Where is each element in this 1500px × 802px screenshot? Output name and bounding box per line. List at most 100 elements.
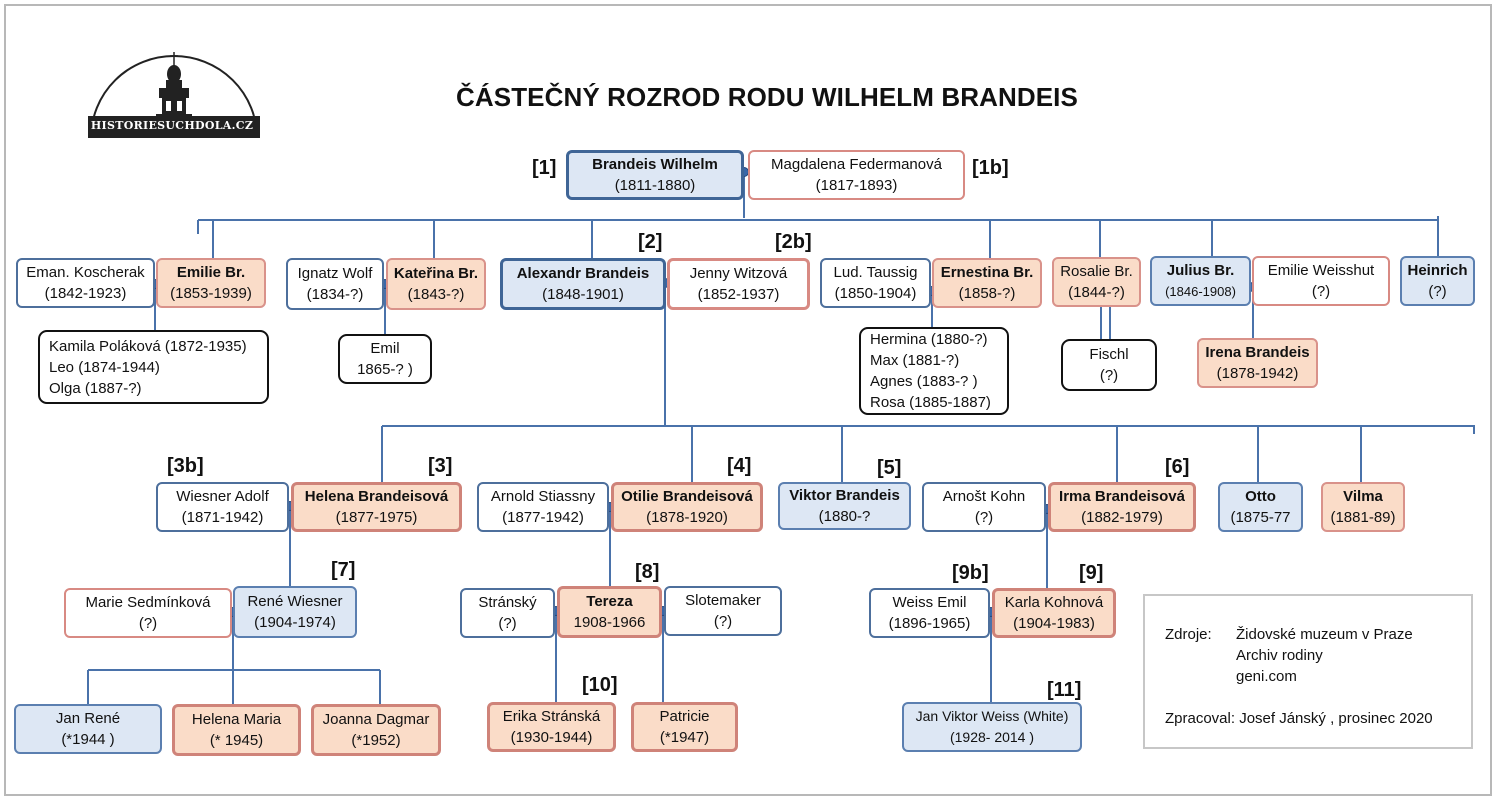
ref-9b: [9b] [952,562,989,584]
person-dates: (1930-1944) [510,729,593,746]
person-name: Stránský [478,594,537,611]
person-irma: Irma Brandeisová (1882-1979) [1048,482,1196,532]
person-vilma: Vilma (1881-89) [1321,482,1405,532]
person-alexandr: Alexandr Brandeis (1848-1901) [500,258,666,310]
person-name: Otto [1245,488,1276,505]
ref-9: [9] [1079,562,1104,584]
sources-label: Zdroje: [1165,626,1212,643]
person-heinrich: Heinrich (?) [1400,256,1475,306]
person-name: Julius Br. [1166,262,1235,279]
ref-1: [1] [532,157,557,179]
person-koscherak: Eman. Koscherak (1842-1923) [16,258,155,308]
person-stransky: Stránský (?) [460,588,555,638]
person-dates: (1878-1942) [1216,365,1299,382]
ref-8: [8] [635,561,660,583]
person-dates: (1904-1983) [1013,615,1095,632]
person-karla: Karla Kohnová (1904-1983) [992,588,1116,638]
person-dates: (1882-1979) [1081,509,1163,526]
person-name: Irena Brandeis [1205,344,1310,361]
processed-by: Zpracoval: Josef Jánský , prosinec 2020 [1165,710,1433,727]
list-item: Olga (1887-?) [49,379,142,397]
person-stiassny: Arnold Stiassny (1877-1942) [477,482,609,532]
list-item: Hermina (1880-?) [870,331,988,348]
person-name: René Wiesner [247,593,343,610]
person-dates: (?) [1311,283,1331,300]
person-name: Weiss Emil [892,594,967,611]
person-ernestina: Ernestina Br. (1858-?) [932,258,1042,308]
person-otilie: Otilie Brandeisová (1878-1920) [611,482,763,532]
person-dates: (*1944 ) [61,731,115,748]
person-dates: (?) [138,615,158,632]
person-dates: (1880-? [818,508,871,525]
person-dates: (?) [974,509,994,526]
logo-text: HISTORIESUCHDOLA.CZ [90,119,254,132]
person-dates: (1844-?) [1068,284,1125,301]
person-dates: (*1947) [659,729,710,746]
person-helena-maria: Helena Maria (* 1945) [172,704,301,756]
person-dates: (1846-1908) [1165,284,1236,299]
person-jan-rene: Jan René (*1944 ) [14,704,162,754]
person-slotemaker: Slotemaker (?) [664,586,782,636]
person-dates: 1908-1966 [573,614,646,631]
person-dates: (1850-1904) [834,285,917,302]
person-name: Ernestina Br. [940,264,1034,281]
person-name: Brandeis Wilhelm [592,156,718,173]
church-tower-logo [88,52,260,139]
person-dates: (1928- 2014 ) [949,729,1035,745]
person-sedminkova: Marie Sedmínková (?) [64,588,232,638]
diagram-frame [4,4,1492,796]
person-dates: (1843-?) [407,286,465,303]
person-dates: (1852-1937) [697,286,780,303]
person-joanna: Joanna Dagmar (*1952) [311,704,441,756]
person-rosalie: Rosalie Br. (1844-?) [1052,257,1141,307]
person-dates: (1881-89) [1330,509,1396,526]
person-magdalena: Magdalena Federmanová (1817-1893) [748,150,965,200]
person-tereza: Tereza 1908-1966 [557,586,662,638]
person-dates: (1896-1965) [888,615,971,632]
person-weiss-emil: Weiss Emil (1896-1965) [869,588,990,638]
person-name: Irma Brandeisová [1059,488,1185,505]
ref-2: [2] [638,231,663,253]
person-emil: Emil 1865-? ) [338,334,432,384]
person-name: Emilie Br. [176,264,246,281]
person-wilhelm: Brandeis Wilhelm (1811-1880) [566,150,744,200]
person-otto: Otto (1875-77 [1218,482,1303,532]
person-dates: (1817-1893) [815,177,898,194]
person-rene: René Wiesner (1904-1974) [233,586,357,638]
person-dates: (1842-1923) [44,285,127,302]
person-katerina: Kateřina Br. (1843-?) [386,258,486,310]
ref-3b: [3b] [167,455,204,477]
person-dates: (1877-1942) [502,509,584,526]
person-fischl: Fischl (?) [1061,339,1157,391]
page-title: ČÁSTEČNÝ ROZROD RODU WILHELM BRANDEIS [456,82,1078,112]
ref-1b: [1b] [972,157,1009,179]
person-name: Eman. Koscherak [26,264,145,281]
person-dates: (* 1945) [209,732,264,749]
person-name: Marie Sedmínková [85,594,211,611]
person-weisshut: Emilie Weisshut (?) [1252,256,1390,306]
person-irena: Irena Brandeis (1878-1942) [1197,338,1318,388]
person-name: Helena Brandeisová [304,488,449,505]
person-kohn: Arnošt Kohn (?) [922,482,1046,532]
person-name: Karla Kohnová [1004,594,1104,611]
ref-4: [4] [727,455,752,477]
person-patricie: Patricie (*1947) [631,702,738,752]
person-name: Heinrich [1407,262,1468,279]
person-wiesner-adolf: Wiesner Adolf (1871-1942) [156,482,289,532]
person-dates: (?) [713,613,733,630]
person-name: Lud. Taussig [833,264,918,281]
person-wolf: Ignatz Wolf (1834-?) [286,258,384,310]
person-helena: Helena Brandeisová (1877-1975) [291,482,462,532]
person-name: Fischl [1089,346,1129,363]
person-erika: Erika Stránská (1930-1944) [487,702,616,752]
person-name: Wiesner Adolf [176,488,269,505]
person-jenny: Jenny Witzová (1852-1937) [667,258,810,310]
person-name: Arnold Stiassny [490,488,596,505]
person-taussig: Lud. Taussig (1850-1904) [820,258,931,308]
source-item: Archiv rodiny [1236,647,1323,664]
person-viktor: Viktor Brandeis (1880-? [778,482,911,530]
source-item: geni.com [1236,668,1297,685]
person-name: Erika Stránská [502,708,601,725]
person-name: Tereza [586,593,633,610]
person-name: Magdalena Federmanová [771,156,942,173]
